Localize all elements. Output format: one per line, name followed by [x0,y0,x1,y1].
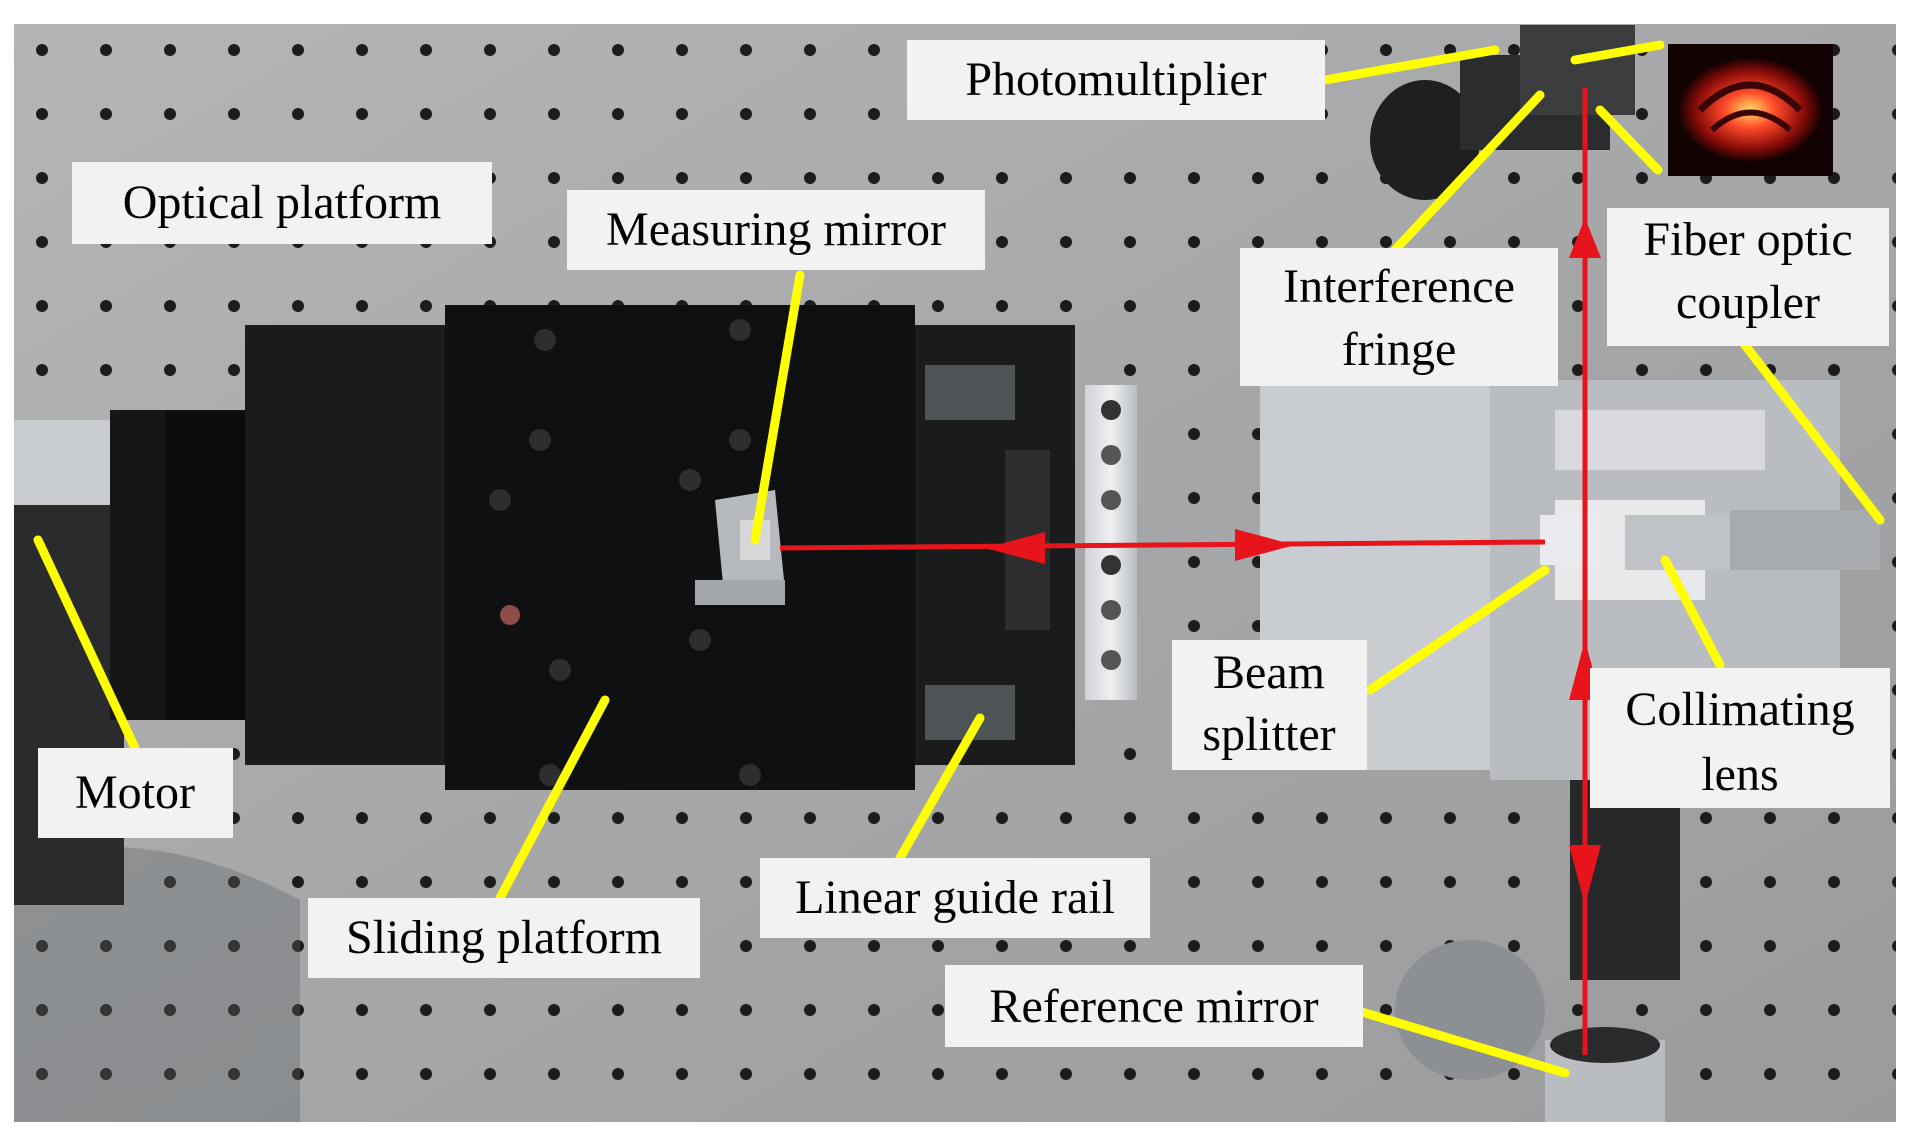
leader-lines [33,40,1885,1078]
interference-fringe-inset [1668,44,1833,176]
mounting-bar [1085,385,1137,700]
label-fiber-optic-coupler-line2: coupler [1676,276,1820,329]
label-linear-guide-rail: Linear guide rail [795,871,1115,924]
label-fiber-optic-coupler-line1: Fiber optic [1643,213,1852,266]
label-sliding-platform: Sliding platform [346,911,662,964]
label-interference-fringe-line2: fringe [1342,323,1457,376]
label-reference-mirror: Reference mirror [989,980,1318,1033]
label-motor: Motor [75,766,195,819]
label-optical-platform: Optical platform [123,176,442,229]
sliding-platform-red-screw [500,605,520,625]
label-beam-splitter-line1: Beam [1213,646,1325,699]
label-collimating-lens-line1: Collimating [1625,683,1854,736]
label-interference-fringe-line1: Interference [1283,260,1515,313]
label-photomultiplier: Photomultiplier [965,53,1266,106]
label-collimating-lens-line2: lens [1701,748,1778,801]
label-boxes [38,40,1890,1047]
laser-beam-arrowheads [985,218,1601,905]
label-measuring-mirror: Measuring mirror [606,203,946,256]
measuring-mirror-mount [695,490,785,605]
sliding-platform-screws [489,319,761,786]
label-beam-splitter-line2: splitter [1202,708,1335,761]
